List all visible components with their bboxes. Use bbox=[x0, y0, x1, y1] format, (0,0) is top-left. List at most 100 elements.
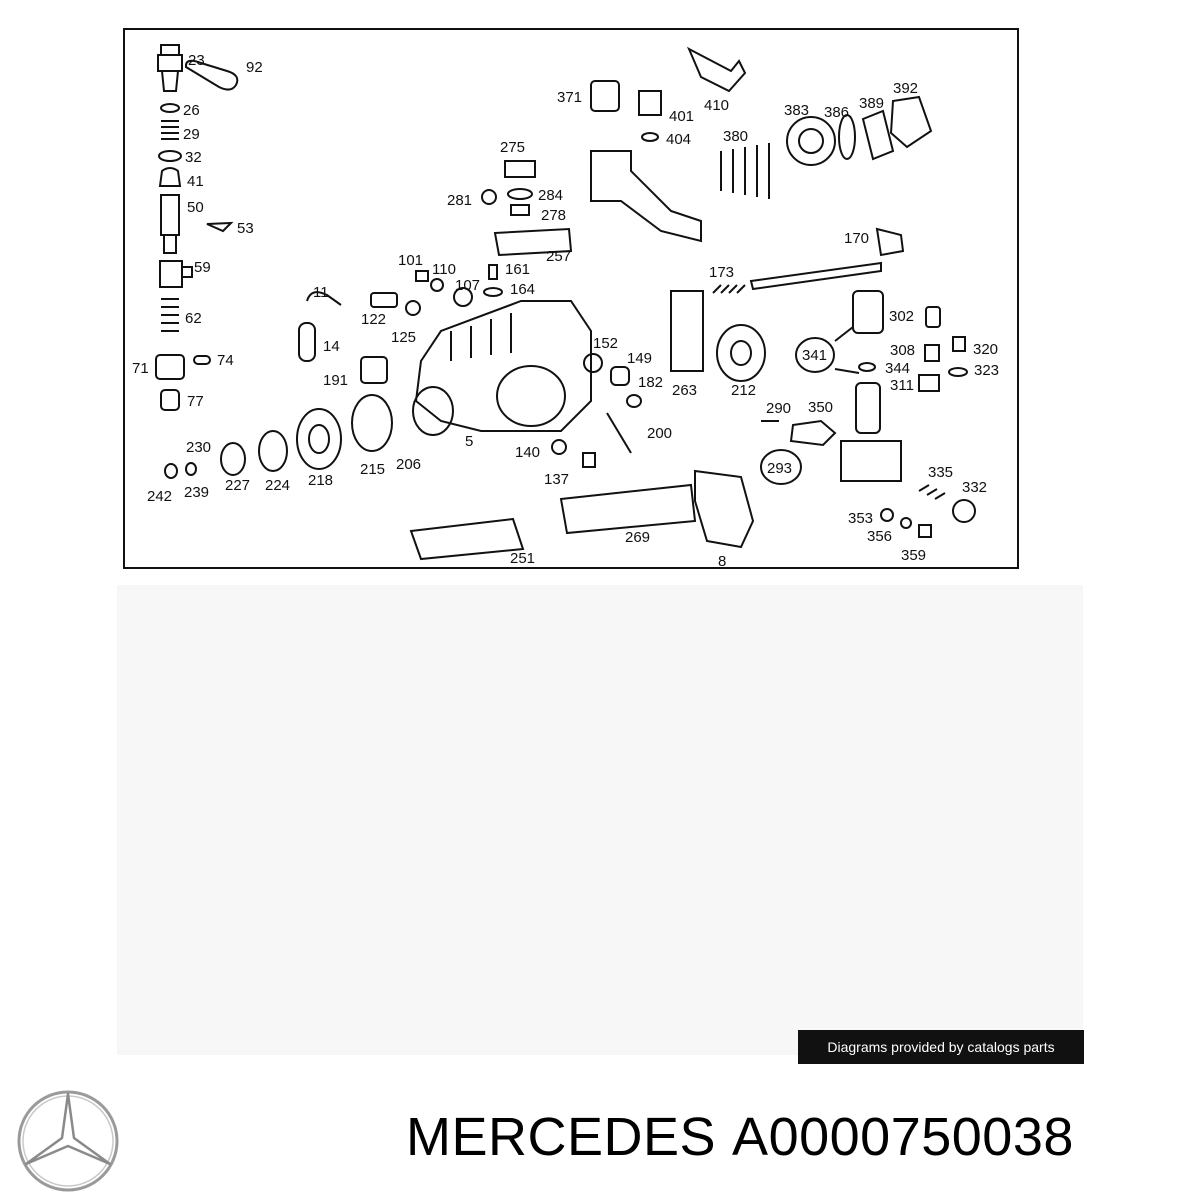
part-23-body bbox=[157, 54, 183, 72]
part-371 bbox=[590, 80, 620, 112]
part-215 bbox=[351, 394, 393, 452]
part-101 bbox=[415, 270, 429, 282]
part-320 bbox=[952, 336, 966, 352]
part-29 bbox=[161, 120, 179, 140]
part-label-149: 149 bbox=[627, 350, 652, 367]
part-191 bbox=[360, 356, 388, 384]
part-label-302: 302 bbox=[889, 308, 914, 325]
part-263-gasket bbox=[670, 290, 704, 372]
part-50 bbox=[160, 194, 180, 236]
part-224 bbox=[258, 430, 288, 472]
part-14 bbox=[298, 322, 316, 362]
part-389 bbox=[861, 109, 895, 161]
part-53 bbox=[206, 221, 234, 233]
part-200 bbox=[606, 412, 632, 454]
part-label-401: 401 bbox=[669, 108, 694, 125]
part-label-206: 206 bbox=[396, 456, 421, 473]
part-label-164: 164 bbox=[510, 281, 535, 298]
hand-pump-body bbox=[855, 382, 881, 434]
part-161 bbox=[488, 264, 498, 280]
part-label-389: 389 bbox=[859, 95, 884, 112]
part-label-92: 92 bbox=[246, 59, 263, 76]
part-label-359: 359 bbox=[901, 547, 926, 564]
part-308 bbox=[924, 344, 940, 362]
part-label-125: 125 bbox=[391, 329, 416, 346]
part-227 bbox=[220, 442, 246, 476]
part-label-371: 371 bbox=[557, 89, 582, 106]
part-269-gasket bbox=[559, 483, 697, 535]
part-label-11: 11 bbox=[313, 284, 329, 301]
part-label-242: 242 bbox=[147, 488, 172, 505]
part-122 bbox=[370, 292, 398, 308]
part-125 bbox=[405, 300, 421, 316]
part-label-8: 8 bbox=[718, 553, 726, 570]
part-8-cover bbox=[694, 469, 755, 549]
part-257-gasket bbox=[493, 227, 573, 257]
part-label-101: 101 bbox=[398, 252, 423, 269]
part-label-344: 344 bbox=[885, 360, 910, 377]
part-239 bbox=[185, 462, 197, 476]
part-335 bbox=[918, 484, 946, 500]
part-380-spring bbox=[720, 143, 770, 199]
part-label-62: 62 bbox=[185, 310, 202, 327]
part-356 bbox=[900, 517, 912, 529]
part-label-323: 323 bbox=[974, 362, 999, 379]
part-label-350: 350 bbox=[808, 399, 833, 416]
part-359 bbox=[918, 524, 932, 538]
part-392 bbox=[889, 95, 933, 149]
part-label-341: 341 bbox=[802, 347, 827, 364]
part-label-5: 5 bbox=[465, 433, 473, 450]
pump-governor bbox=[496, 365, 566, 427]
part-label-275: 275 bbox=[500, 139, 525, 156]
part-label-332: 332 bbox=[962, 479, 987, 496]
part-278 bbox=[510, 204, 530, 216]
part-284 bbox=[507, 188, 533, 200]
part-label-182: 182 bbox=[638, 374, 663, 391]
part-label-23: 23 bbox=[188, 52, 205, 69]
part-23-tip bbox=[161, 70, 179, 92]
part-label-152: 152 bbox=[593, 335, 618, 352]
part-383 bbox=[786, 116, 836, 166]
part-label-218: 218 bbox=[308, 472, 333, 489]
part-label-32: 32 bbox=[185, 149, 202, 166]
part-332 bbox=[952, 499, 976, 523]
part-341-bubble bbox=[795, 337, 835, 373]
part-164 bbox=[483, 287, 503, 297]
part-label-173: 173 bbox=[709, 264, 734, 281]
part-218-inner bbox=[308, 424, 330, 454]
part-label-281: 281 bbox=[447, 192, 472, 209]
part-77 bbox=[160, 389, 180, 411]
part-label-308: 308 bbox=[890, 342, 915, 359]
part-251-gasket bbox=[409, 517, 525, 561]
part-170 bbox=[749, 227, 905, 291]
part-label-110: 110 bbox=[432, 261, 456, 278]
part-label-311: 311 bbox=[890, 377, 914, 394]
part-341-leaders bbox=[834, 326, 860, 374]
pump-flange bbox=[412, 386, 454, 436]
part-label-353: 353 bbox=[848, 510, 873, 527]
part-293-bubble bbox=[760, 449, 802, 485]
part-353 bbox=[880, 508, 894, 522]
part-label-227: 227 bbox=[225, 477, 250, 494]
part-label-386: 386 bbox=[824, 104, 849, 121]
part-label-215: 215 bbox=[360, 461, 385, 478]
part-107 bbox=[453, 287, 473, 307]
part-281 bbox=[481, 189, 497, 205]
part-149 bbox=[610, 366, 630, 386]
part-173 bbox=[712, 284, 746, 294]
part-212-inner bbox=[730, 340, 752, 366]
part-92 bbox=[184, 59, 239, 91]
part-41 bbox=[158, 167, 182, 187]
part-label-284: 284 bbox=[538, 187, 563, 204]
part-386 bbox=[838, 114, 856, 160]
part-label-29: 29 bbox=[183, 126, 200, 143]
part-212 bbox=[716, 324, 766, 382]
part-label-392: 392 bbox=[893, 80, 918, 97]
part-152 bbox=[583, 353, 603, 373]
part-label-269: 269 bbox=[625, 529, 650, 546]
part-label-77: 77 bbox=[187, 393, 204, 410]
part-242 bbox=[164, 463, 178, 479]
part-label-41: 41 bbox=[187, 173, 204, 190]
